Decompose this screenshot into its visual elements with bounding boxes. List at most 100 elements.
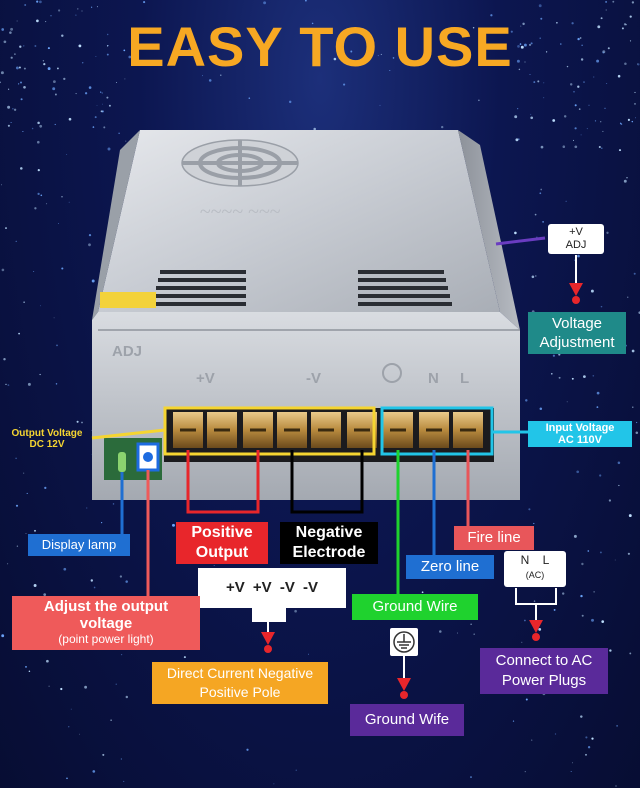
adjust-output-line3: (point power light) <box>58 632 154 646</box>
star <box>53 80 56 83</box>
star <box>514 115 518 119</box>
star <box>84 685 87 689</box>
star <box>26 492 28 494</box>
star <box>100 91 102 93</box>
star <box>24 4 27 6</box>
star <box>5 227 7 230</box>
star <box>213 564 215 567</box>
star <box>0 81 1 84</box>
star <box>514 231 517 235</box>
star <box>31 127 34 130</box>
star <box>614 559 616 561</box>
star <box>465 53 468 57</box>
star <box>81 62 84 64</box>
star <box>618 149 622 152</box>
star <box>3 40 7 44</box>
star <box>608 499 612 502</box>
star <box>605 9 607 11</box>
star <box>379 104 381 106</box>
star <box>543 97 545 99</box>
star <box>13 108 17 111</box>
star <box>39 124 43 128</box>
star <box>629 40 632 42</box>
display-led <box>118 452 126 472</box>
star <box>288 100 292 104</box>
connect-ac-line1: Connect to AC <box>495 652 593 669</box>
star <box>539 407 543 410</box>
star <box>596 406 599 409</box>
star <box>36 0 39 3</box>
star <box>102 753 105 756</box>
star <box>66 154 68 155</box>
star <box>115 683 117 685</box>
star <box>520 25 522 27</box>
star <box>103 126 106 129</box>
terminal-badge-t3: -V <box>279 579 295 596</box>
star <box>68 201 70 203</box>
star <box>550 372 553 375</box>
ground-wife-label: Ground Wife <box>350 704 464 736</box>
star <box>535 275 537 277</box>
star <box>560 43 562 45</box>
star <box>581 562 584 566</box>
star <box>574 127 577 130</box>
star <box>75 93 77 95</box>
star <box>63 567 67 571</box>
star <box>377 55 379 57</box>
star <box>543 82 545 84</box>
connect-ac-label: Connect to AC Power Plugs <box>480 648 608 694</box>
star <box>40 305 41 307</box>
star <box>634 103 636 105</box>
star <box>562 592 565 595</box>
star <box>33 271 35 272</box>
star <box>576 470 580 474</box>
star <box>90 579 93 582</box>
star <box>585 753 587 756</box>
star <box>63 77 66 81</box>
output-voltage-line2: DC 12V <box>29 439 65 450</box>
star <box>566 401 568 403</box>
star <box>615 785 617 787</box>
star <box>523 43 527 47</box>
star <box>522 22 525 26</box>
display-lamp-label: Display lamp <box>28 534 130 556</box>
voltage-adjustment-line1: Voltage <box>551 315 603 332</box>
star <box>573 139 574 141</box>
star <box>591 737 594 740</box>
star <box>23 67 26 70</box>
star <box>188 48 191 52</box>
star <box>536 236 538 238</box>
star <box>106 45 109 47</box>
star <box>119 575 123 578</box>
star <box>208 79 212 82</box>
star <box>19 427 21 429</box>
star <box>25 666 27 668</box>
star <box>61 34 64 37</box>
star <box>565 200 567 202</box>
star <box>540 145 544 149</box>
adjust-output-line2: voltage <box>79 615 133 632</box>
star <box>519 43 522 45</box>
star <box>79 733 81 735</box>
star <box>540 17 543 20</box>
voltage-adjustment-line2: Adjustment <box>539 334 615 351</box>
star <box>531 739 533 741</box>
l-marking: L <box>460 370 469 387</box>
star <box>101 522 103 524</box>
star <box>23 301 25 303</box>
star <box>305 0 307 2</box>
star <box>517 108 519 110</box>
star <box>578 108 581 110</box>
star <box>577 85 580 88</box>
terminal-badge-t1: +V <box>225 579 245 596</box>
star <box>77 8 79 10</box>
star <box>295 769 297 771</box>
star <box>517 45 520 48</box>
star <box>15 66 19 70</box>
star <box>473 633 475 635</box>
star <box>472 26 475 29</box>
star <box>22 130 24 133</box>
adj-wire <box>495 236 546 246</box>
star <box>220 74 222 76</box>
